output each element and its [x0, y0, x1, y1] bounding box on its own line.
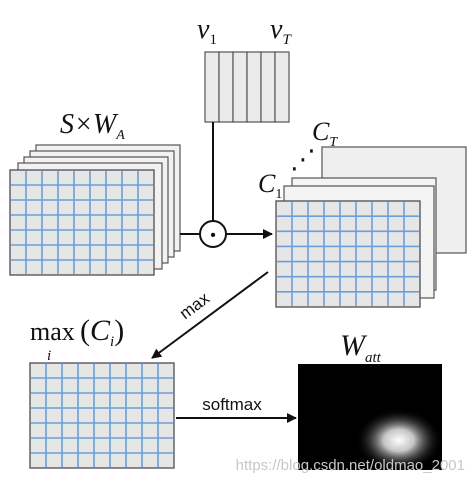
vector-bar: [260, 51, 276, 123]
s-times-wa-label: S×WA: [60, 109, 125, 143]
vector-bar: [218, 51, 234, 123]
grid-background: [9, 169, 155, 276]
feature-map-stack: [9, 144, 181, 276]
grid-background: [29, 362, 175, 469]
query-vectors: [204, 51, 290, 123]
v1-label: v1: [197, 14, 217, 48]
vector-bar: [246, 51, 262, 123]
softmax-edge-label: softmax: [202, 395, 262, 414]
max-arrow: [151, 271, 269, 359]
watermark-text: https://blog.csdn.net/oldmao_2001: [236, 457, 465, 474]
c1-label: C1: [258, 169, 282, 202]
grid-border: [9, 169, 155, 276]
vector-bar: [204, 51, 220, 123]
c1-grid: [275, 200, 421, 308]
vector-bar: [274, 51, 290, 123]
ellipsis: ⋰: [290, 144, 316, 174]
grid-background: [275, 200, 421, 308]
ct-label: CT: [312, 117, 338, 150]
heatmap-glow: [298, 364, 442, 470]
max-argument: (Ci): [80, 314, 124, 350]
feature-grid: [9, 169, 155, 276]
grid-border: [29, 362, 175, 469]
dot-operator-symbol: •: [210, 227, 216, 244]
similarity-map-stack: [275, 146, 467, 308]
max-function-label: max: [30, 317, 75, 346]
attention-heatmap: [298, 364, 442, 470]
watt-label: Watt: [340, 329, 382, 366]
vT-label: vT: [270, 14, 292, 48]
vector-bar: [232, 51, 248, 123]
max-edge-label: max: [176, 288, 213, 323]
max-subscript: i: [47, 348, 51, 364]
max-grid: [29, 362, 175, 469]
grid-border: [275, 200, 421, 308]
